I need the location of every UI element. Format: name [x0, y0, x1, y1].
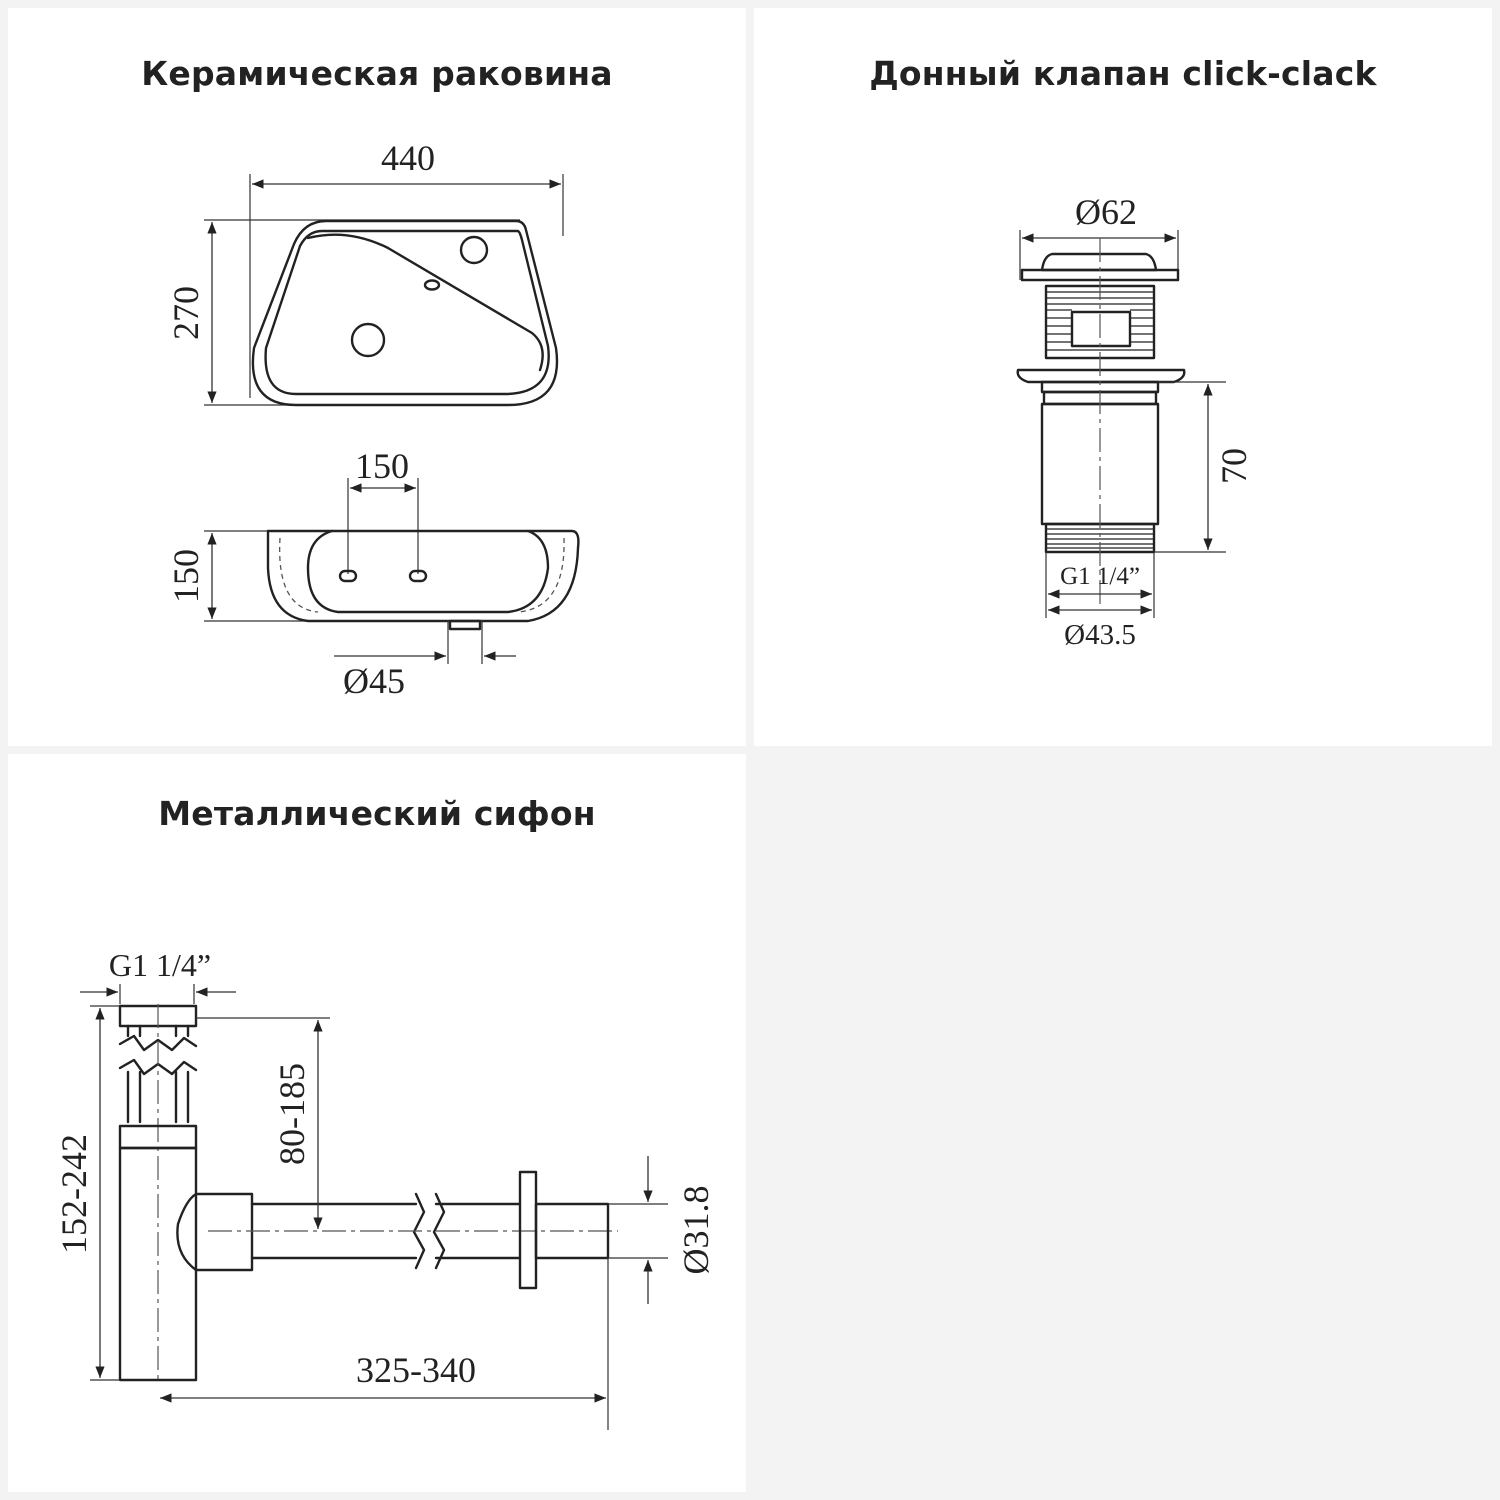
sink-top-inner [264, 229, 550, 396]
panel-click-clack-valve: Донный клапан click-clack Ø62 [754, 8, 1492, 746]
dim-outlet-label: Ø43.5 [1064, 619, 1136, 651]
valve-cap-icon [1040, 252, 1158, 272]
dim-width-label: 440 [381, 138, 435, 178]
panel-title: Донный клапан click-clack [869, 54, 1377, 93]
dim-spacing-label: 150 [355, 446, 409, 486]
sink-front-bowl [306, 529, 550, 614]
valve-window [1070, 310, 1132, 348]
siphon-wall-flange [518, 1170, 538, 1290]
dim-drain-label: Ø45 [343, 661, 405, 701]
hidden-line [279, 537, 319, 613]
siphon-outlet-pipe [250, 1202, 418, 1260]
dim-height-label: 150 [166, 549, 206, 603]
panel-title: Металлический сифон [158, 794, 596, 833]
siphon-upper-tube [126, 1070, 190, 1124]
dim-thread-label: G1 1/4” [1060, 563, 1140, 590]
break-line [118, 1034, 198, 1052]
sink-front-outline [266, 529, 580, 623]
siphon-upper-tube [126, 1024, 190, 1038]
tap-hole-icon [459, 235, 489, 265]
dim-outlet-label: Ø31.8 [676, 1186, 716, 1275]
panel-empty [754, 754, 1492, 1492]
sink-top-outline [251, 219, 559, 407]
valve-washer [1016, 368, 1186, 384]
panel-ceramic-sink: Керамическая раковина 440 270 150 [8, 8, 746, 746]
front-hole-icon [408, 569, 428, 583]
dim-depth-label: 270 [166, 286, 206, 340]
sink-slope-line [306, 233, 544, 372]
siphon-body [118, 1146, 198, 1382]
dim-length-label: 325-340 [356, 1350, 476, 1390]
siphon-outlet-end [534, 1202, 610, 1260]
panel-metal-siphon: Металлический сифон G1 1/4” [8, 754, 746, 1492]
dim-adjust-label: 80-185 [272, 1063, 312, 1165]
panel-title: Керамическая раковина [141, 54, 613, 93]
dim-total-label: 152-242 [54, 1134, 94, 1254]
valve-threads [1046, 291, 1154, 351]
dim-cap-label: Ø62 [1075, 192, 1137, 232]
hidden-line [517, 537, 565, 613]
dim-thread-label: G1 1/4” [109, 947, 211, 983]
siphon-outlet-pipe [434, 1202, 522, 1260]
siphon-elbow [176, 1192, 254, 1272]
overflow-hole-icon [423, 279, 441, 291]
front-hole-icon [338, 569, 358, 583]
valve-drawing: Ø62 [1016, 192, 1254, 651]
break-line [412, 1192, 426, 1270]
sink-drawing: 440 270 150 150 Ø4 [166, 138, 580, 701]
dim-length-label: 70 [1214, 448, 1254, 484]
drain-hole-icon [350, 322, 386, 358]
drain-outlet-icon [448, 619, 482, 631]
break-line [432, 1192, 446, 1270]
siphon-drawing: G1 1/4” 80-185 152-242 [54, 947, 716, 1430]
